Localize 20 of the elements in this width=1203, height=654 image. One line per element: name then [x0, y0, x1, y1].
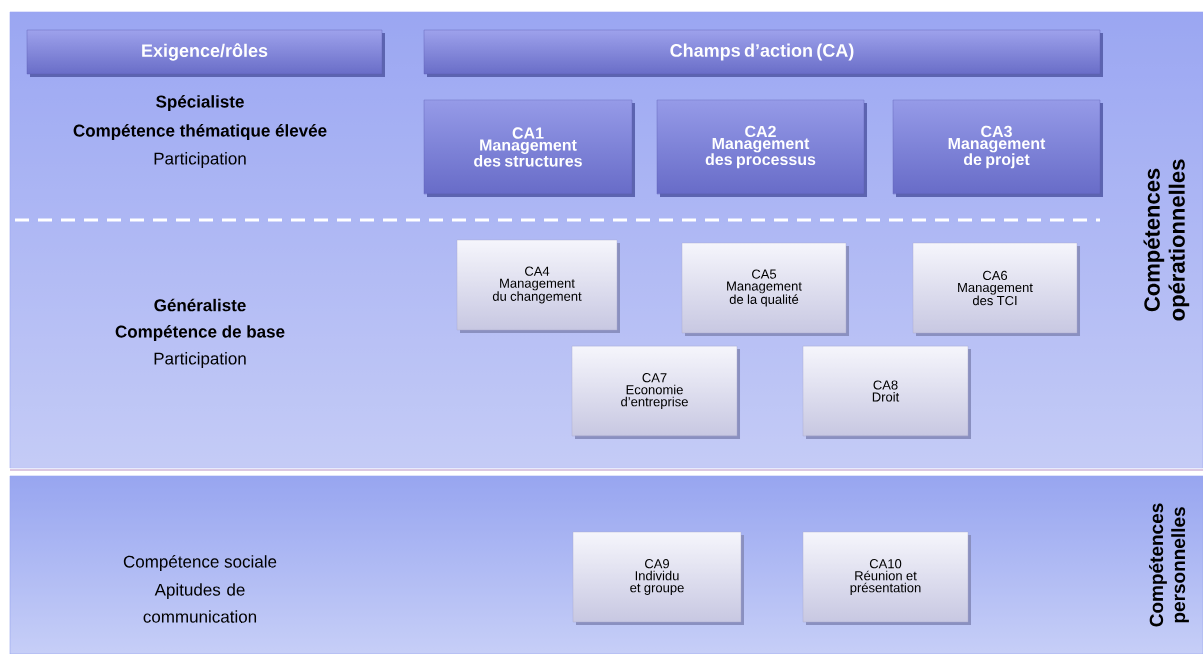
field-box: CA2 Management des processus — [656, 99, 867, 197]
row-label: Compétence thématique élevée — [73, 124, 327, 140]
row-label: Compétence sociale — [123, 555, 277, 572]
row-label: Généraliste — [154, 298, 246, 312]
field-box: CA4 Management du changement — [456, 239, 620, 333]
row-label: Participation — [154, 352, 246, 368]
field-box: CA10 Réunion et présentation — [802, 531, 971, 625]
header-bar: Champs d’action (CA) — [423, 29, 1103, 77]
field-box: CA6 Management des TCI — [912, 242, 1080, 336]
header-bar: Exigence/rôles — [26, 29, 385, 77]
field-box: CA1 Management des structures — [423, 99, 635, 197]
row-label: Participation — [154, 152, 246, 168]
row-label: Spécialiste — [156, 95, 244, 111]
row-label: Apitudes de communication — [143, 583, 257, 623]
field-box: CA7 Economie d’entreprise — [571, 345, 740, 439]
field-box: CA9 Individu et groupe — [572, 531, 744, 625]
row-label: Compétence de base — [115, 325, 285, 341]
field-box: CA3 Management de projet — [892, 99, 1103, 197]
field-box: CA8 Droit — [802, 345, 971, 439]
field-box: CA5 Management de la qualité — [681, 242, 849, 336]
